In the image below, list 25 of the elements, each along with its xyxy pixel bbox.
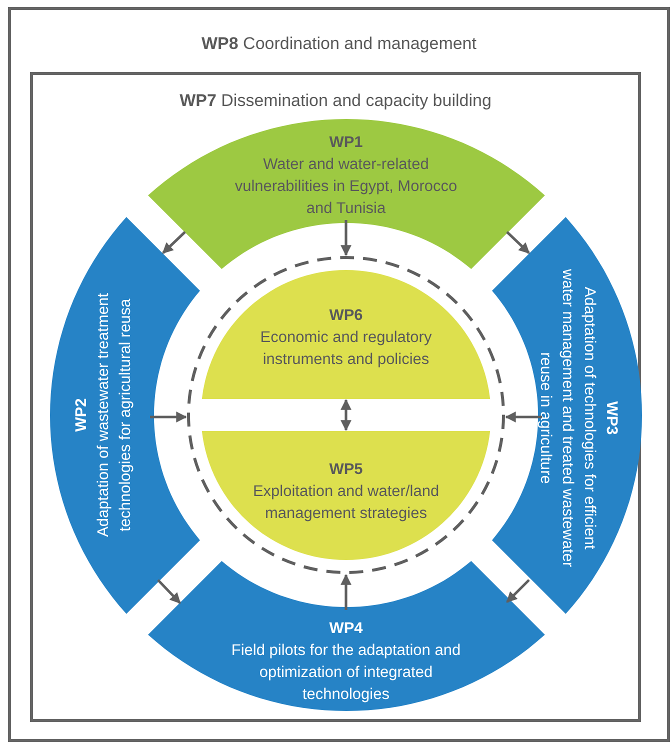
package-number: WP3 bbox=[602, 400, 621, 437]
heading-text: WP7 Dissemination and capacity building bbox=[178, 91, 492, 111]
package-number: WP1 bbox=[328, 133, 364, 153]
arrow bbox=[506, 579, 530, 603]
arrow bbox=[504, 412, 542, 422]
package-number: WP6 bbox=[328, 306, 364, 326]
package-description: Field pilots for the adaptation and optimization of integrated technologies bbox=[230, 640, 462, 705]
package-description: Exploitation and water/land management strategies bbox=[252, 482, 440, 524]
package-description: Adaptation of wastewater treatment technologies for agricultural reusa bbox=[94, 292, 135, 539]
arrow bbox=[506, 231, 530, 254]
package-description: Water and water-related vulnerabilities in Egypt, Morocco and Tunisia bbox=[234, 155, 458, 219]
package-number: WP4 bbox=[328, 618, 364, 639]
frame-box bbox=[8, 7, 670, 742]
arrow bbox=[150, 412, 188, 422]
package-number: WP5 bbox=[328, 460, 364, 480]
arrow bbox=[340, 220, 352, 256]
arrow bbox=[340, 398, 352, 432]
package-description: Adaptation of technologies for efficient water management and treated wastewater reuse in agriculture bbox=[536, 268, 599, 568]
arrow bbox=[340, 574, 352, 610]
arrow bbox=[162, 231, 186, 254]
frame-box bbox=[30, 72, 641, 722]
arrow bbox=[157, 579, 181, 604]
package-number: WP2 bbox=[72, 397, 91, 434]
heading-text: WP8 Coordination and management bbox=[200, 34, 478, 54]
package-description: Economic and regulatory instruments and policies bbox=[259, 328, 433, 370]
